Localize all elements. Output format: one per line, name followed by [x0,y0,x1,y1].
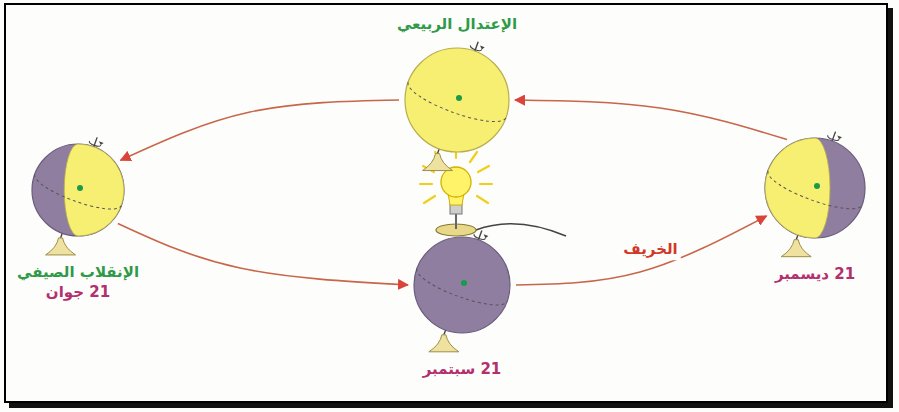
earth-globe [394,223,530,359]
equator-line [413,269,507,313]
globe-node: 21 ديسمبر [745,124,885,284]
lamp-wire [476,224,566,236]
globe-stand [46,238,76,255]
season-label: الإنقلاب الصيفي [15,262,141,282]
globe-node: 21 سبتمبر [394,223,530,379]
globe-sphere [765,138,865,238]
date-label: 21 ديسمبر [773,264,857,284]
date-label: 21 جوان [44,282,112,302]
globe-sphere [405,48,509,152]
rotation-mark [473,231,488,241]
light-rays [420,146,492,203]
lit-side [765,138,830,238]
globe-node: الإعتدال الربيعي [385,14,529,178]
rotation-mark [89,138,104,148]
location-dot [77,185,83,191]
season-label: الإعتدال الربيعي [395,14,519,34]
season-label: الخريف [620,240,680,260]
rotation-mark [470,43,485,53]
light-bulb [441,167,471,197]
earth-globe [385,34,529,178]
globe-stand [423,154,453,171]
globe-sphere [414,237,510,333]
globe-node: الإنقلاب الصيفي21 جوان [12,130,144,303]
equator-line [764,171,862,217]
earth-globe [745,124,885,264]
globe-stand [781,240,811,257]
orbit-arrow [515,100,787,140]
orbit-arrow [516,216,767,285]
orbit-arrow [118,223,408,285]
globe-sphere [32,144,124,236]
globe-stand [429,335,459,352]
rotation-mark [827,132,842,142]
earth-globe [12,130,144,262]
date-label: 21 سبتمبر [421,359,504,379]
location-dot [461,280,467,286]
lit-side [64,144,124,236]
lamp-post [455,214,457,229]
equator-line [404,82,506,130]
equator-line [31,174,121,216]
orbit-arrow [121,100,399,160]
location-dot [456,95,462,101]
location-dot [814,183,820,189]
